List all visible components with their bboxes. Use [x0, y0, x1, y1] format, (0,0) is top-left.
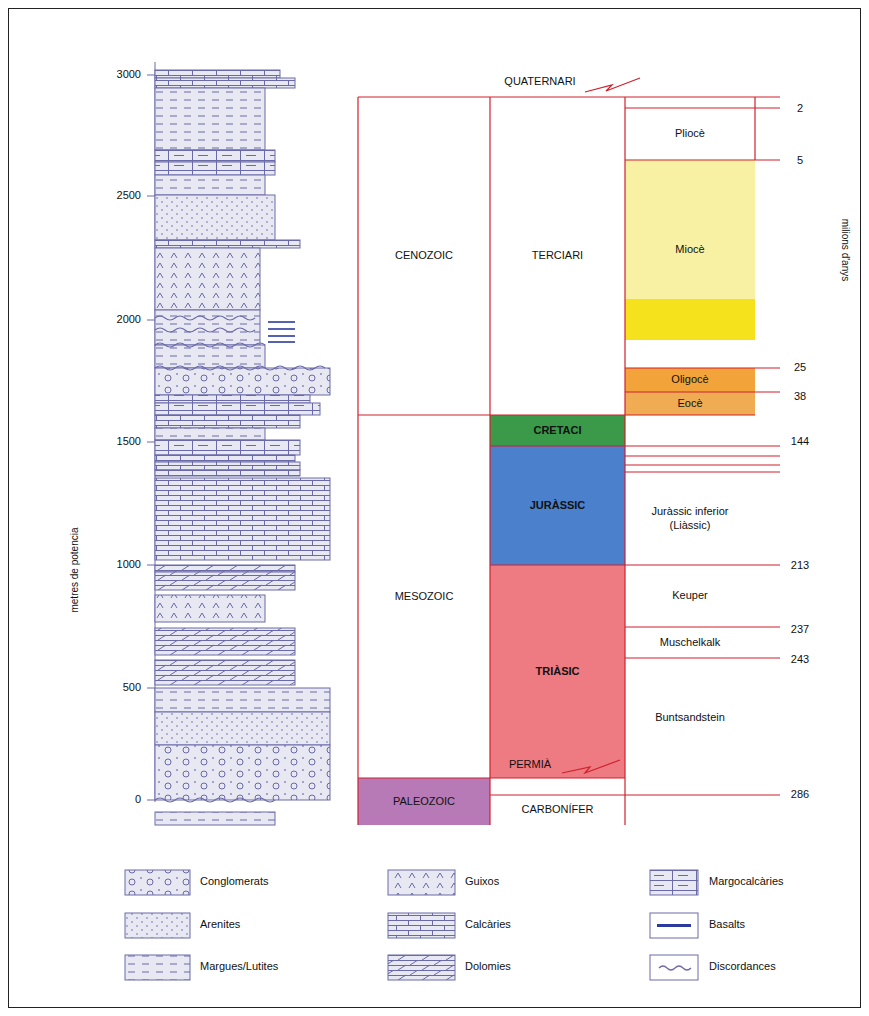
- legend-label: Conglomerats: [200, 875, 268, 888]
- period-cell: TRIÀSIC: [490, 565, 625, 778]
- unit-name: Eocè: [677, 397, 702, 410]
- period-cell: CARBONÍFER: [490, 795, 625, 825]
- epoch-cell: Pliocè: [625, 108, 755, 160]
- legend-label: Margocalcàries: [709, 875, 784, 888]
- unit-name: Buntsandstein: [655, 711, 725, 724]
- epoch-cell: Miocè: [625, 160, 755, 340]
- age-value: 286: [791, 788, 809, 801]
- unit-name: Muschelkalk: [660, 636, 721, 649]
- epoch-cell: Juràssic inferior (Liàssic): [625, 472, 755, 565]
- age-value: 38: [794, 390, 806, 403]
- age-value: 237: [791, 623, 809, 636]
- period-cell: CRETACI: [490, 415, 625, 446]
- unit-name: Pliocè: [675, 127, 705, 140]
- thickness-tick: 2500: [117, 189, 141, 202]
- thickness-tick: 0: [135, 793, 141, 806]
- period-name: QUATERNARI: [504, 75, 575, 88]
- age-value: 25: [794, 361, 806, 374]
- legend-label: Dolomies: [465, 960, 511, 973]
- age-value: 144: [791, 435, 809, 448]
- axis-title: metres de potencia: [69, 527, 81, 612]
- legend-label: Calcàries: [465, 918, 511, 931]
- thickness-tick: 2000: [117, 313, 141, 326]
- legend-label: Guixos: [465, 875, 499, 888]
- period-cell: TERCIARI: [490, 97, 625, 415]
- period-name: PERMIÀ: [509, 758, 551, 771]
- legend-label: Arenites: [200, 918, 240, 931]
- stage-cell: Buntsandstein: [625, 658, 755, 778]
- axis-title: milions d'anys: [839, 219, 851, 282]
- legend-label: Discordances: [709, 960, 776, 973]
- age-value: 213: [791, 559, 809, 572]
- unit-name: Oligocè: [671, 373, 708, 386]
- unit-name: Keuper: [672, 589, 707, 602]
- epoch-cell: Eocè: [625, 392, 755, 415]
- thickness-tick: 1500: [117, 435, 141, 448]
- legend-label: Basalts: [709, 918, 745, 931]
- thickness-tick: 3000: [117, 68, 141, 81]
- unit-name: Miocè: [675, 243, 704, 256]
- stage-cell: Keuper: [625, 565, 755, 627]
- age-value: 5: [797, 154, 803, 167]
- thickness-tick: 1000: [117, 558, 141, 571]
- period-cell: JURÀSSIC: [490, 446, 625, 565]
- age-value: 2: [797, 102, 803, 115]
- era-cell: CENOZOIC: [358, 97, 490, 415]
- era-cell: MESOZOIC: [358, 415, 490, 778]
- era-cell: PALEOZOIC: [358, 778, 490, 825]
- unit-name: TRIÀSIC: [536, 665, 580, 678]
- unit-name: TERCIARI: [532, 249, 583, 262]
- unit-name: CRETACI: [533, 424, 581, 437]
- epoch-cell: Oligocè: [625, 368, 755, 392]
- unit-name: PALEOZOIC: [393, 795, 455, 808]
- thickness-tick: 500: [123, 681, 141, 694]
- legend-label: Margues/Lutites: [200, 960, 278, 973]
- unit-name: MESOZOIC: [395, 590, 454, 603]
- stage-cell: Muschelkalk: [625, 627, 755, 658]
- legend-swatches: [125, 870, 698, 980]
- unit-name: JURÀSSIC: [530, 499, 586, 512]
- unit-name: Juràssic inferior (Liàssic): [650, 505, 730, 531]
- unit-name: CENOZOIC: [395, 249, 453, 262]
- age-value: 243: [791, 653, 809, 666]
- unit-name: CARBONÍFER: [521, 803, 593, 816]
